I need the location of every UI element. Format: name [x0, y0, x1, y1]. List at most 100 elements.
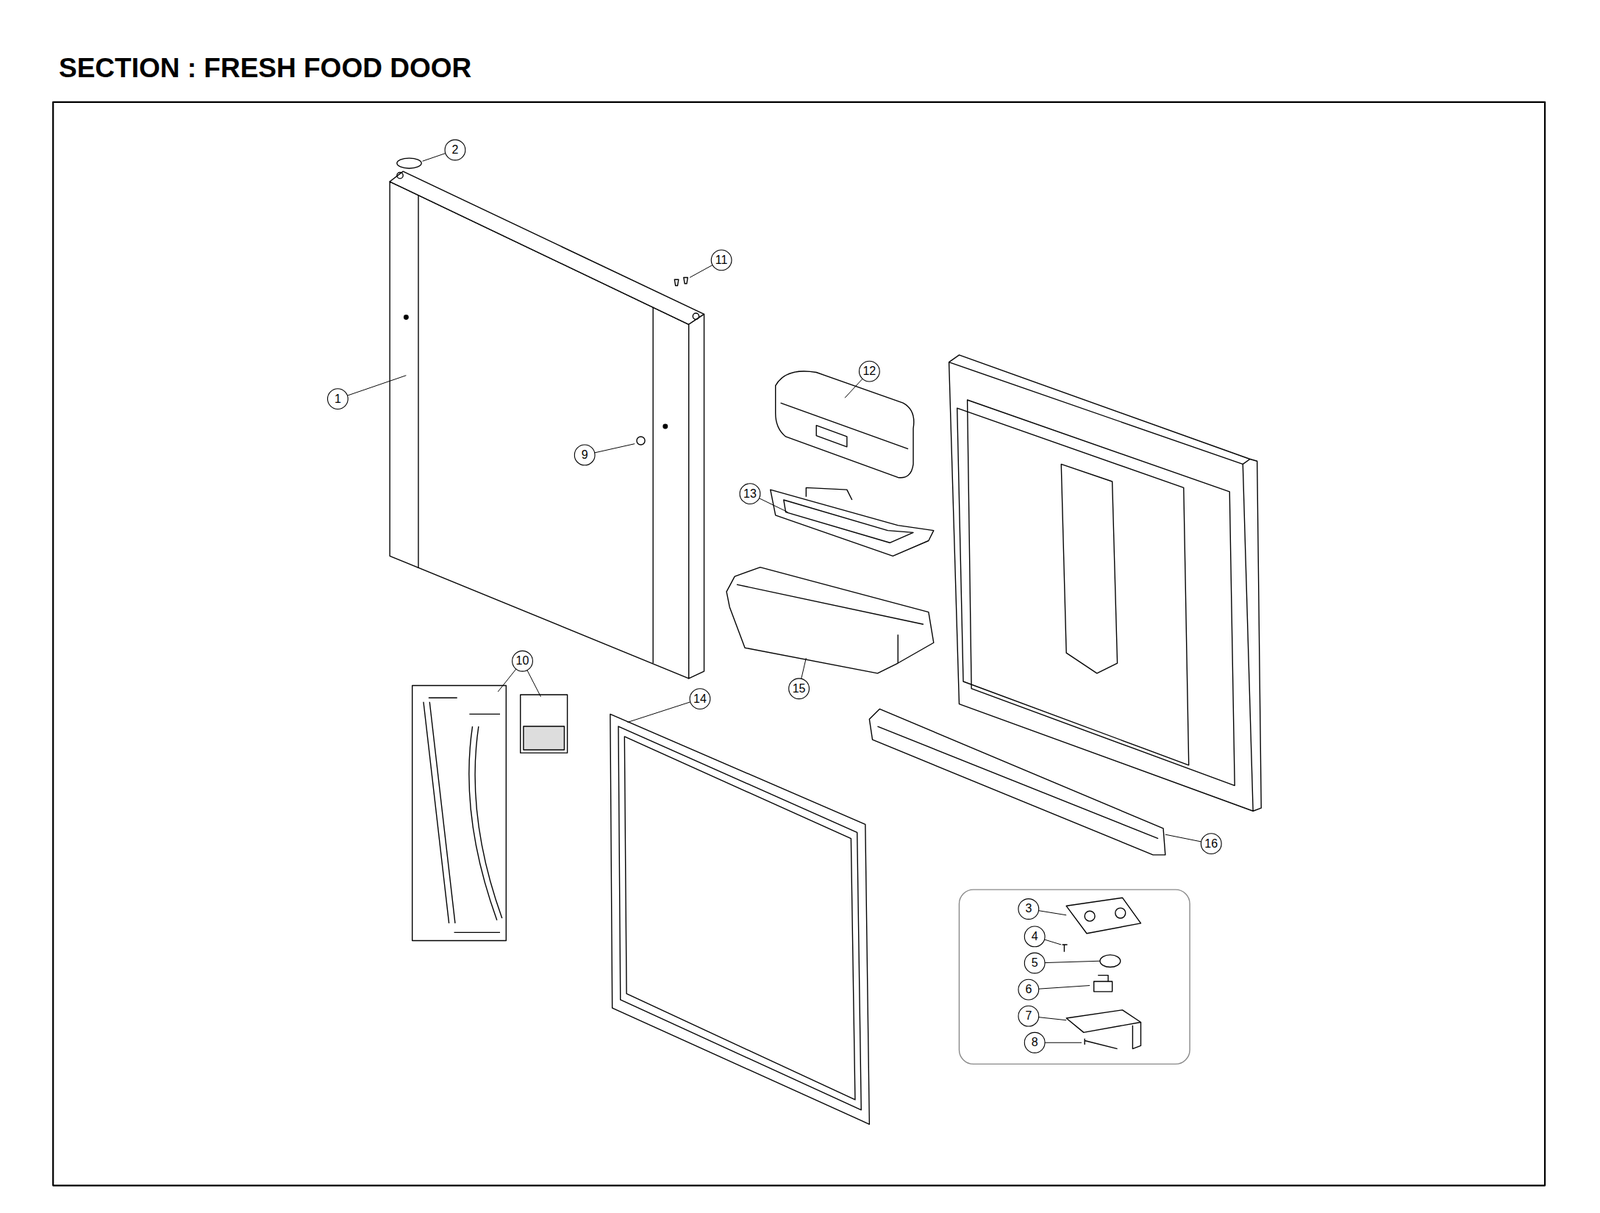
door-liner-recess	[957, 408, 1189, 766]
callout-number: 5	[1031, 957, 1039, 970]
callout-circle	[1024, 952, 1045, 974]
callout-circle	[1018, 1005, 1039, 1027]
callout-circle	[1018, 979, 1039, 1000]
door-trim	[417, 194, 419, 569]
callout-number: 11	[715, 254, 728, 267]
handle-box	[412, 686, 507, 942]
callout-circle	[512, 650, 534, 672]
leader-line	[594, 444, 635, 453]
callout-circle	[444, 139, 466, 161]
leader-line	[1044, 1042, 1082, 1044]
screw-part	[1084, 1038, 1117, 1050]
leader-line	[1038, 911, 1067, 916]
bin-cover-line	[780, 402, 909, 449]
hinge-plate	[1066, 897, 1141, 934]
plug-part	[636, 436, 645, 445]
callout-number: 15	[792, 683, 806, 695]
callout-number: 16	[1204, 838, 1218, 850]
door-dot	[404, 315, 409, 320]
callout-number: 8	[1031, 1036, 1039, 1049]
callout-circle	[788, 678, 810, 700]
hinge-panel	[958, 889, 1190, 1064]
leader-line	[1044, 939, 1062, 945]
callout-circle	[711, 250, 732, 271]
gasket	[624, 736, 856, 1100]
leader-line	[1038, 1017, 1067, 1021]
bin-cover	[775, 371, 914, 478]
callout-number: 10	[516, 655, 530, 667]
callout-circle	[858, 361, 880, 382]
screw-part	[674, 277, 688, 286]
door-trim	[652, 307, 653, 664]
callout-circle	[574, 444, 595, 466]
door-bar	[869, 708, 1165, 855]
callout-circle	[1018, 899, 1039, 920]
door-dot	[663, 424, 668, 429]
callout-circle	[327, 388, 348, 410]
leader-line	[1044, 961, 1100, 963]
leader-line	[1165, 834, 1202, 842]
leader-line	[844, 378, 863, 398]
handle-end	[428, 697, 500, 933]
handle-detail	[523, 726, 565, 750]
callout-circle	[739, 483, 761, 505]
callout-circle	[1024, 926, 1045, 948]
door-bin-edge	[897, 634, 899, 664]
callout-number: 4	[1031, 930, 1039, 943]
door-side	[688, 313, 705, 678]
callout-number: 7	[1025, 1010, 1032, 1023]
tray-inner	[783, 500, 914, 543]
door-liner-side	[1250, 458, 1262, 812]
door-hole	[692, 313, 699, 320]
door-panel	[389, 181, 689, 679]
leader-line	[1038, 986, 1090, 990]
door-bar-line	[877, 726, 1159, 839]
frame	[52, 102, 1545, 1187]
tray-tab	[805, 487, 852, 500]
handle-detail-box	[520, 694, 568, 753]
handle	[423, 702, 456, 924]
door-bin	[726, 567, 934, 674]
leader-line	[758, 498, 788, 513]
hinge-hole	[1084, 911, 1095, 922]
leader-line	[422, 153, 446, 162]
callout-number: 6	[1025, 983, 1032, 996]
callout-number: 3	[1025, 902, 1032, 915]
door-liner-inner	[967, 400, 1236, 787]
handle	[469, 726, 503, 921]
door-liner-column	[1061, 463, 1117, 673]
callout-number: 2	[451, 144, 459, 156]
hinge-bracket	[1132, 1022, 1141, 1049]
leader-line	[527, 670, 542, 698]
drawing-part	[52, 102, 1545, 1187]
callout-circle	[689, 688, 711, 710]
screw-part	[1062, 944, 1068, 953]
leader-line	[497, 669, 517, 692]
callout-number: 9	[581, 449, 589, 462]
door-top	[389, 171, 704, 325]
hinge-bracket	[1066, 1010, 1141, 1034]
hinge-pin	[1094, 975, 1113, 992]
callout-number: 13	[743, 488, 757, 500]
callout-number: 14	[693, 693, 707, 706]
gasket	[618, 726, 862, 1111]
leader-line	[347, 375, 406, 396]
gasket	[610, 713, 870, 1125]
leader-line	[689, 265, 713, 278]
door-liner	[949, 362, 1254, 812]
drawing-part	[327, 139, 1222, 1053]
hinge-hole	[1115, 908, 1126, 919]
section-title: SECTION : FRESH FOOD DOOR	[58, 52, 472, 84]
callout-circle	[1024, 1032, 1045, 1053]
callout-number: 1	[334, 393, 342, 406]
leader-line	[627, 702, 690, 723]
washer	[1100, 955, 1121, 968]
door-bin-rim	[736, 584, 924, 625]
callout-number: 12	[862, 365, 876, 378]
callout-circle	[1200, 833, 1222, 855]
cap-part	[397, 158, 422, 169]
leader-line	[801, 658, 807, 679]
door-hole	[397, 172, 403, 179]
bin-cover-slot	[816, 425, 848, 448]
